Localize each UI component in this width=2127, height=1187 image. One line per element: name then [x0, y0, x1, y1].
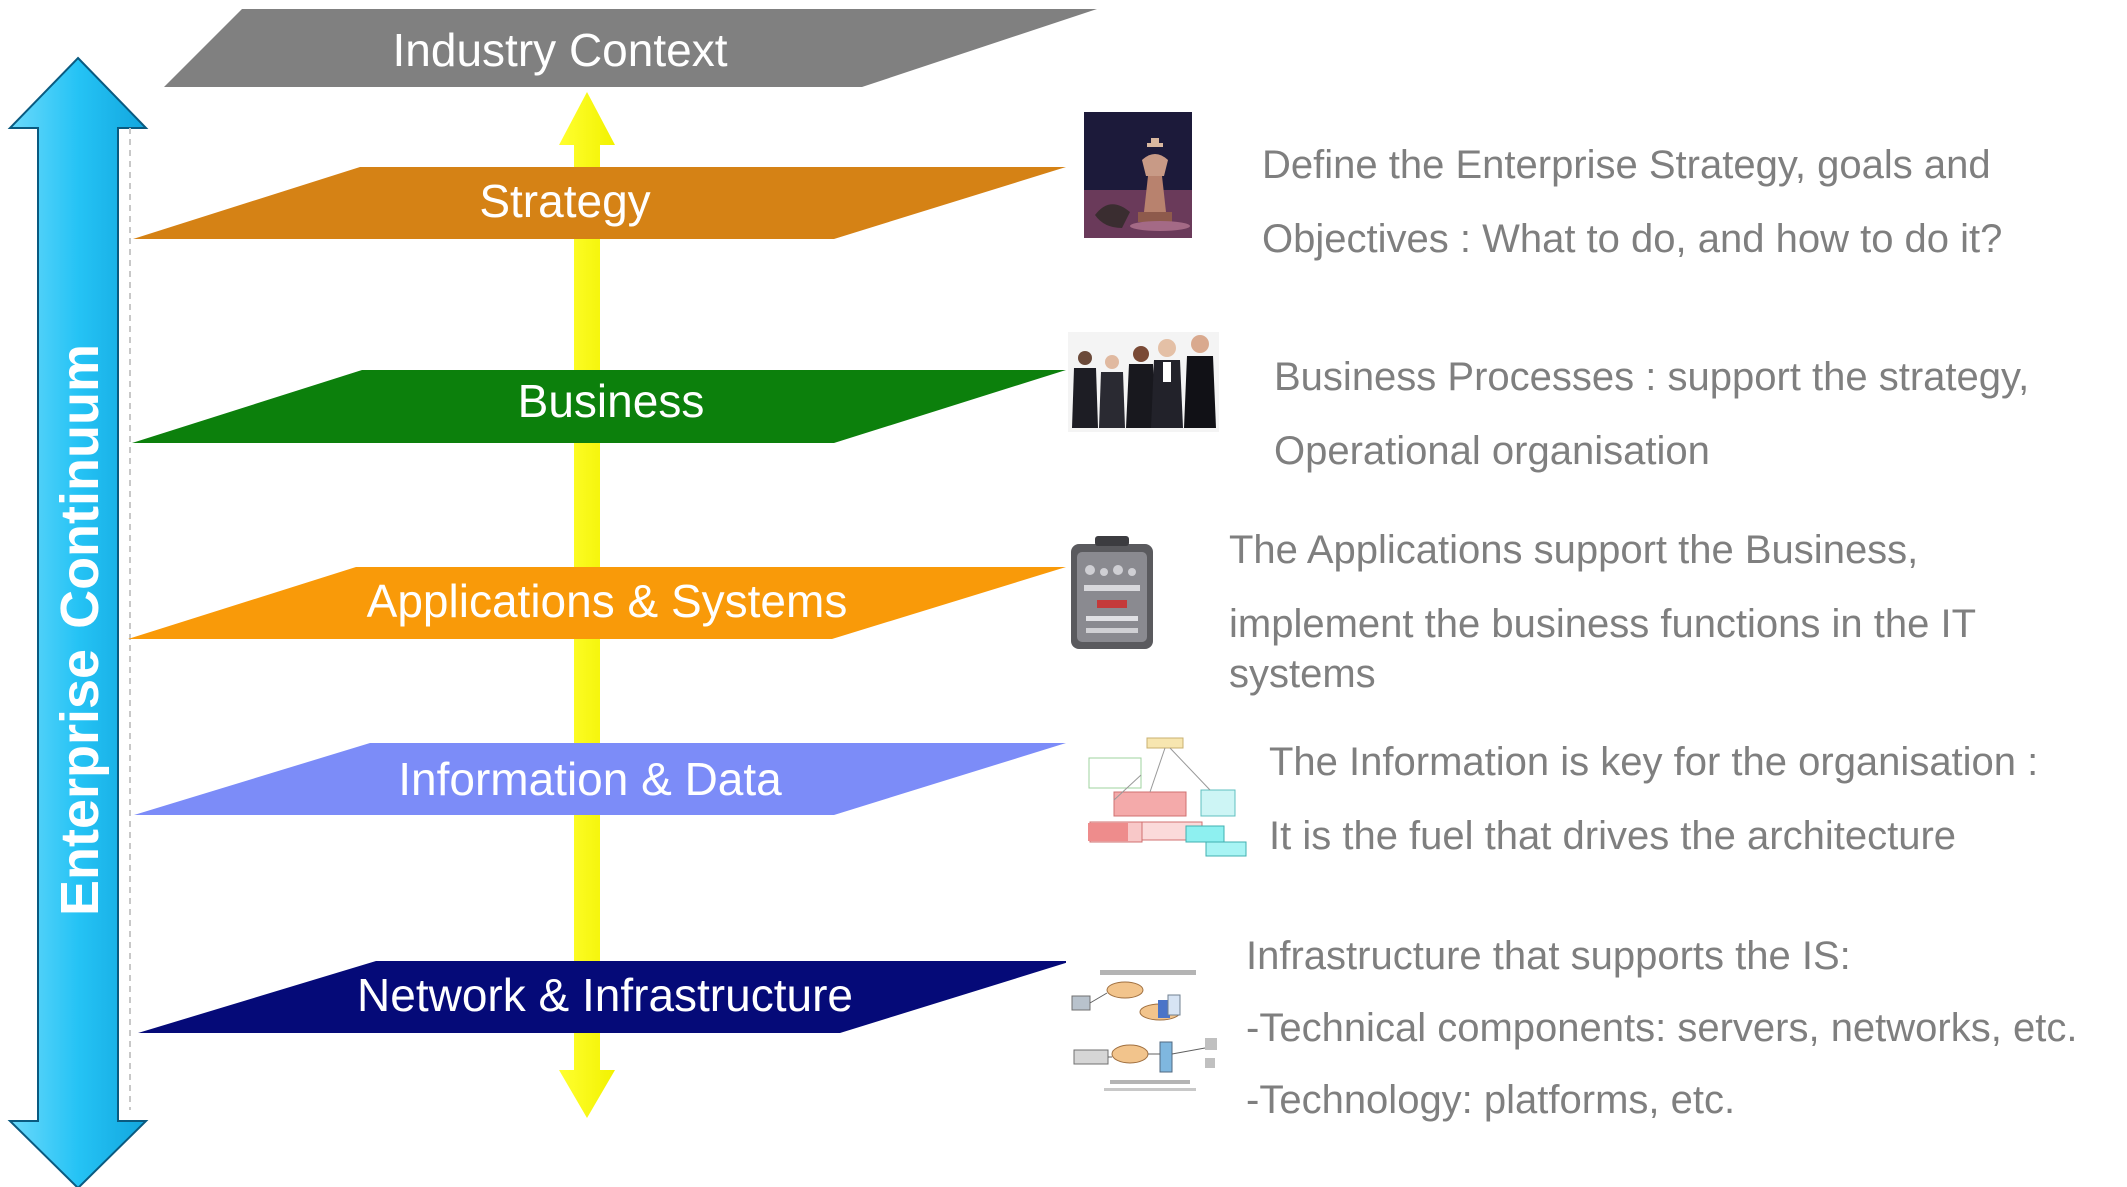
description-line: Infrastructure that supports the IS: [1246, 934, 1851, 978]
layer-band [133, 167, 1066, 239]
layer-label: Strategy [479, 175, 650, 227]
description-line: It is the fuel that drives the architect… [1269, 814, 1957, 858]
description-line: implement the business functions in the … [1229, 602, 1977, 646]
description-line: Define the Enterprise Strategy, goals an… [1262, 143, 1991, 187]
layer-label: Network & Infrastructure [357, 969, 853, 1021]
layer-band [134, 743, 1066, 815]
layer-label: Information & Data [398, 753, 782, 805]
network-description: Infrastructure that supports the IS: -Te… [1246, 920, 2077, 1136]
layer-band [132, 370, 1066, 443]
description-line: systems [1229, 652, 1376, 696]
layer-label: Applications & Systems [367, 575, 848, 627]
description-line: -Technical components: servers, networks… [1246, 1006, 2078, 1050]
layer-applications: Applications & Systems [128, 567, 1066, 639]
industry-context-label: Industry Context [393, 24, 728, 76]
toolbox-icon [1071, 536, 1153, 649]
layer-label: Business [518, 375, 705, 427]
information-description: The Information is key for the organisat… [1269, 725, 2038, 873]
data-model-diagram-icon [1088, 737, 1247, 857]
description-line: -Technology: platforms, etc. [1246, 1078, 1736, 1122]
layer-band [128, 567, 1066, 639]
strategy-description: Define the Enterprise Strategy, goals an… [1262, 128, 2002, 276]
description-line: Business Processes : support the strateg… [1274, 355, 2030, 399]
layer-network: Network & Infrastructure [138, 961, 1072, 1033]
layer-strategy: Strategy [133, 167, 1066, 239]
applications-description: The Applications support the Business, i… [1229, 524, 1976, 698]
layer-band [138, 961, 1072, 1033]
description-line: The Information is key for the organisat… [1269, 740, 2039, 784]
network-diagram-icon [1066, 958, 1244, 1098]
layer-business: Business [132, 370, 1066, 443]
layer-information: Information & Data [134, 743, 1066, 815]
business-people-photo [1068, 332, 1219, 432]
description-line: Operational organisation [1274, 429, 1710, 473]
description-line: The Applications support the Business, [1229, 528, 1919, 572]
industry-context-band [164, 9, 1097, 87]
business-description: Business Processes : support the strateg… [1274, 340, 2029, 488]
chess-king-icon [1084, 112, 1192, 238]
enterprise-continuum-arrow [7, 56, 149, 1187]
enterprise-continuum-label: EnterpriseContinuum [50, 344, 110, 916]
description-line: Objectives : What to do, and how to do i… [1262, 217, 2003, 261]
